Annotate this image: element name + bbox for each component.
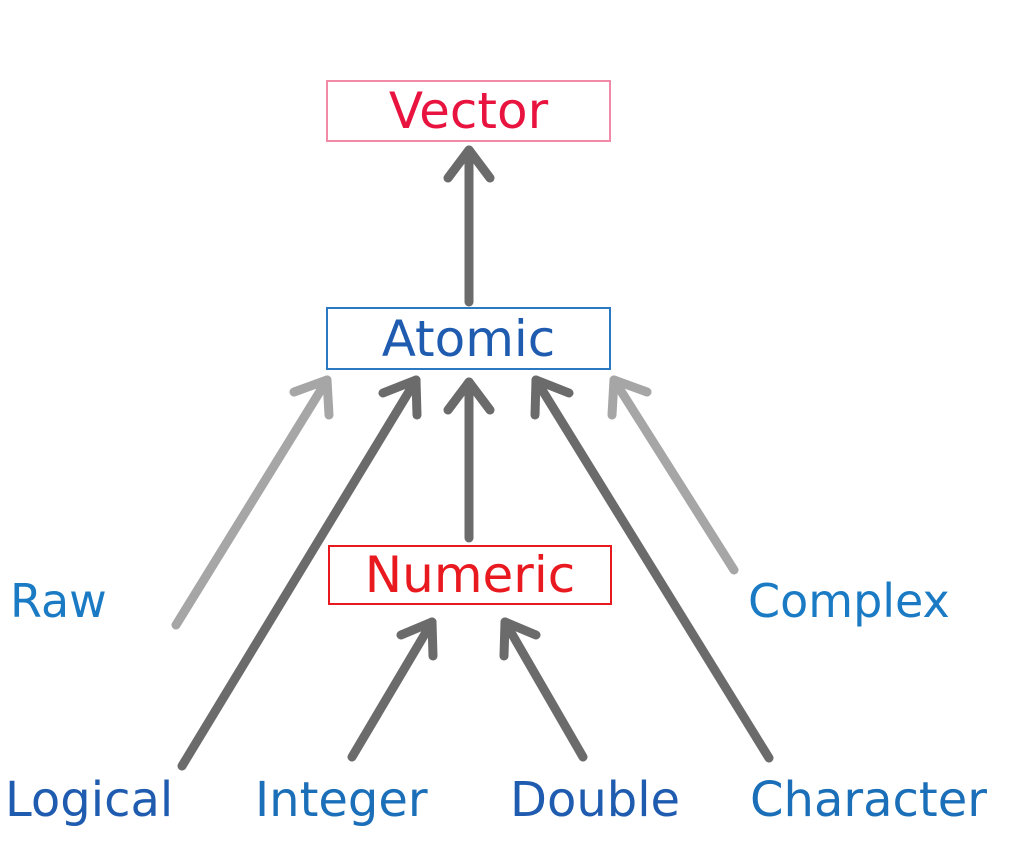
numeric-node: Numeric	[328, 545, 612, 605]
atomic-node: Atomic	[326, 307, 611, 370]
double-node: Double	[510, 772, 681, 828]
arrow-atomic-to-vector	[443, 145, 495, 307]
arrow-character-to-atomic	[530, 375, 774, 763]
atomic-label: Atomic	[381, 309, 556, 368]
arrow-double-to-numeric	[499, 617, 588, 762]
arrow-integer-to-numeric	[347, 617, 438, 762]
arrow-complex-to-atomic	[607, 375, 739, 575]
numeric-label: Numeric	[364, 546, 576, 604]
complex-node: Complex	[748, 574, 950, 628]
vector-node: Vector	[326, 80, 611, 142]
integer-node: Integer	[255, 772, 428, 828]
arrow-logical-to-atomic	[177, 375, 422, 771]
logical-node: Logical	[5, 772, 174, 828]
character-node: Character	[750, 772, 987, 828]
arrow-raw-to-atomic	[171, 375, 334, 630]
arrow-numeric-to-atomic	[443, 377, 495, 543]
vector-label: Vector	[388, 82, 549, 140]
raw-node: Raw	[10, 574, 107, 628]
